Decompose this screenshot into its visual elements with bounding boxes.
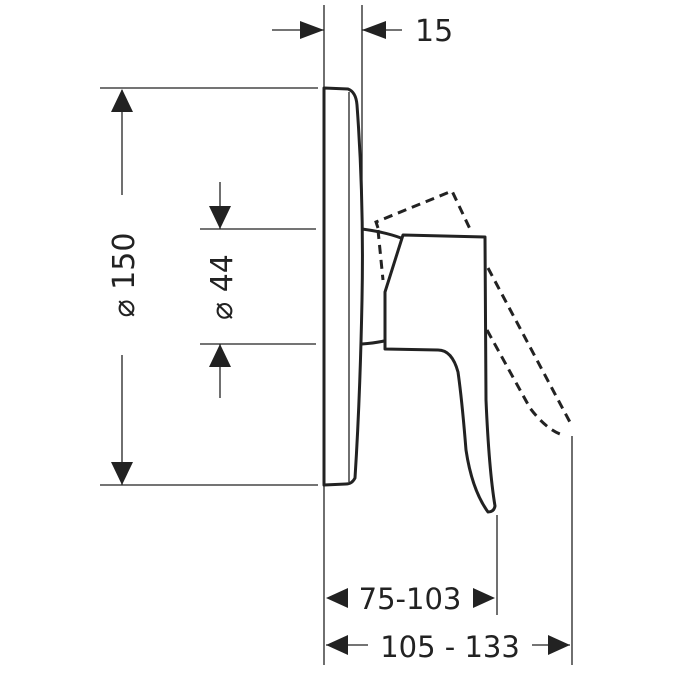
dimension-75-103: 75-103 <box>326 582 495 616</box>
dimension-44-label: ⌀ 44 <box>205 254 240 320</box>
dimension-105-133: 105 - 133 <box>326 630 570 664</box>
dimension-15: 15 <box>272 14 453 49</box>
dimension-15-label: 15 <box>415 14 453 49</box>
body-collar <box>361 227 402 346</box>
dimension-150-label: ⌀ 150 <box>107 233 142 318</box>
dimension-105-133-label: 105 - 133 <box>380 630 520 664</box>
dimension-150: ⌀ 150 <box>107 89 142 485</box>
handle <box>383 233 497 514</box>
wall-plate <box>322 86 364 487</box>
extension-lines <box>100 5 573 665</box>
handle-alt-position <box>374 189 574 436</box>
dimension-75-103-label: 75-103 <box>359 582 462 616</box>
dimension-44: ⌀ 44 <box>205 182 240 398</box>
